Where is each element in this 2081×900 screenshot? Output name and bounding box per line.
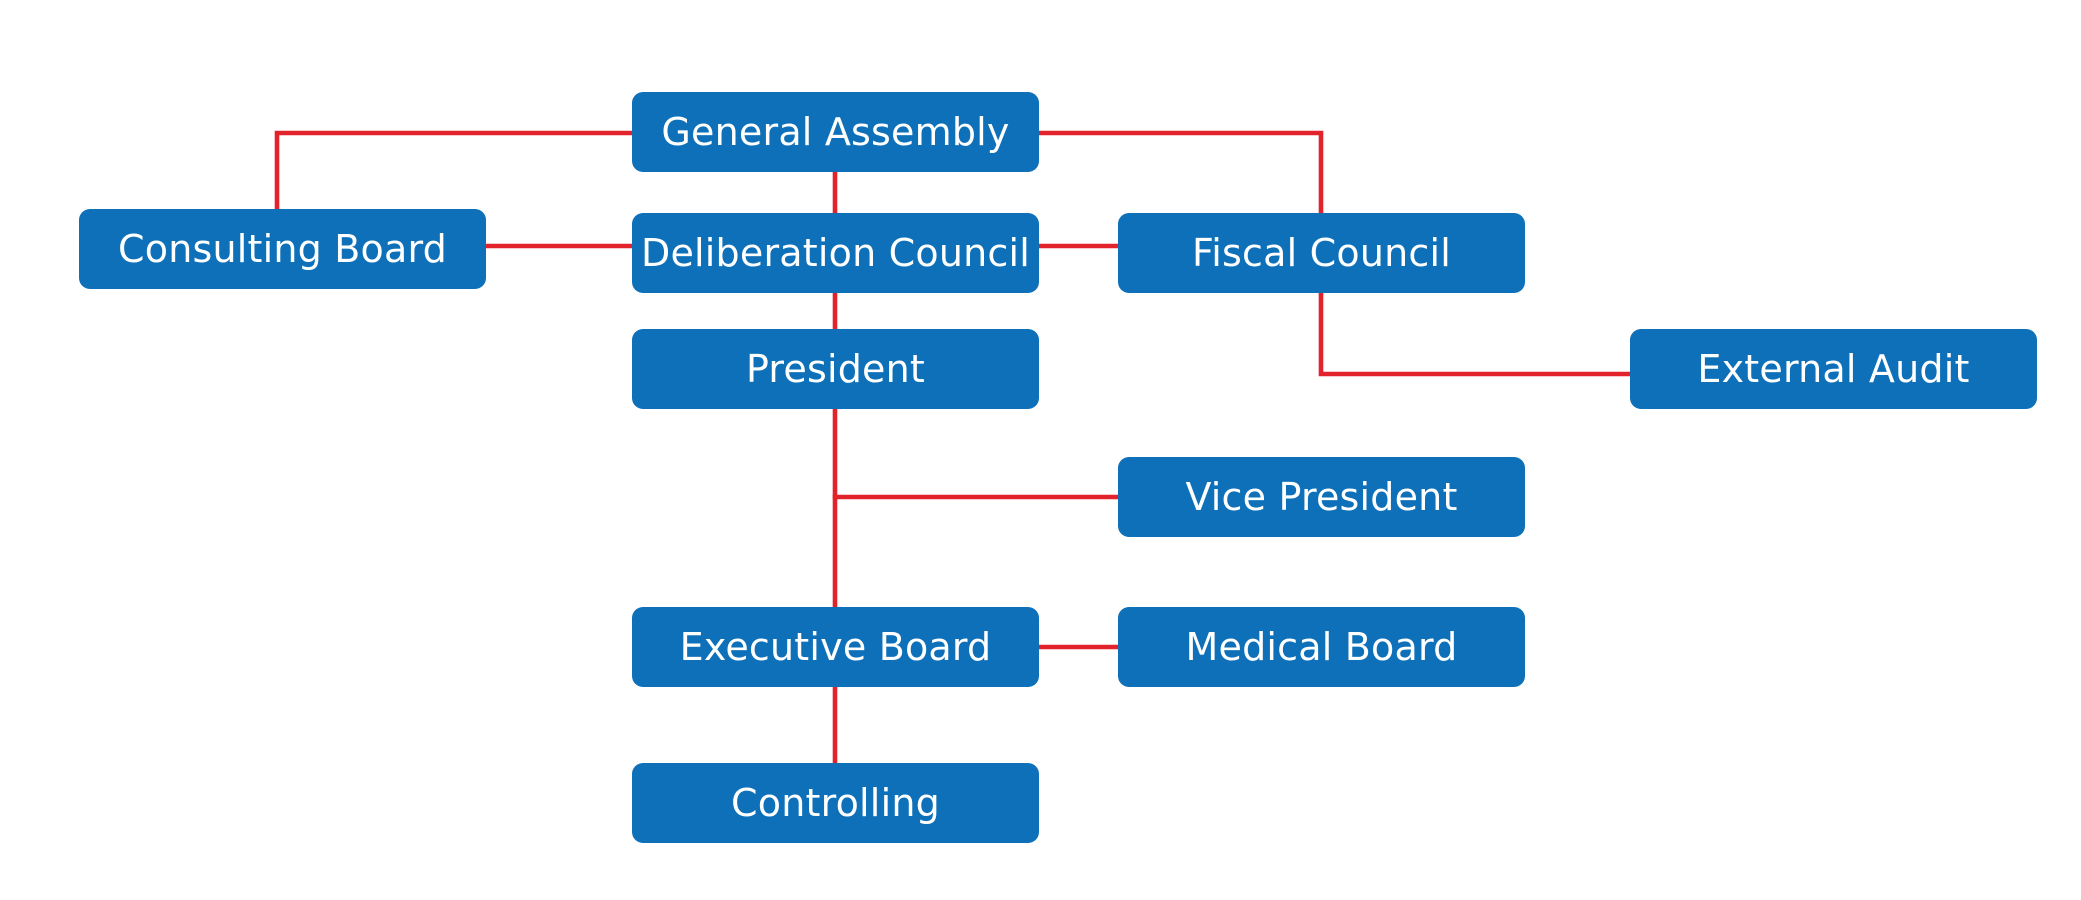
- deliberation-council-label: Deliberation Council: [641, 231, 1030, 275]
- medical-board-label: Medical Board: [1185, 625, 1458, 669]
- external-audit-label: External Audit: [1697, 347, 1970, 391]
- vice-president-box: Vice President: [1118, 457, 1525, 537]
- general-assembly-label: General Assembly: [661, 110, 1010, 154]
- link-fiscal-council-external-audit: [1318, 290, 1633, 377]
- controlling-box: Controlling: [632, 763, 1039, 843]
- executive-board-label: Executive Board: [679, 625, 992, 669]
- executive-board-box: Executive Board: [632, 607, 1039, 687]
- president-label: President: [745, 347, 926, 391]
- external-audit-box: External Audit: [1630, 329, 2037, 409]
- deliberation-council-box: Deliberation Council: [632, 213, 1039, 293]
- fiscal-council-box: Fiscal Council: [1118, 213, 1525, 293]
- link-general-assembly-fiscal-council: [1036, 130, 1324, 216]
- general-assembly-box: General Assembly: [632, 92, 1039, 172]
- fiscal-council-label: Fiscal Council: [1191, 231, 1452, 275]
- president-box: President: [632, 329, 1039, 409]
- vice-president-label: Vice President: [1185, 475, 1458, 519]
- medical-board-box: Medical Board: [1118, 607, 1525, 687]
- link-general-assembly-consulting-board: [274, 130, 635, 212]
- connectors: [274, 130, 1633, 766]
- consulting-board-label: Consulting Board: [118, 227, 447, 271]
- controlling-label: Controlling: [731, 781, 940, 825]
- consulting-board-box: Consulting Board: [79, 209, 486, 289]
